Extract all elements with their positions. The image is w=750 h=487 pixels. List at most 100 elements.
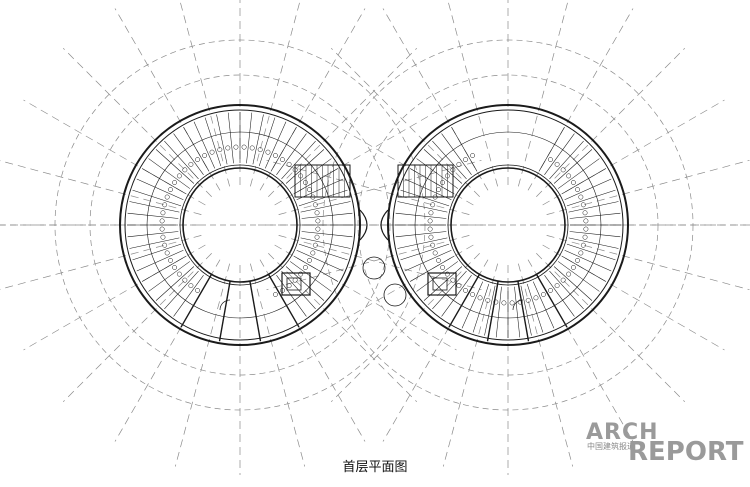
seat-mark [225, 145, 231, 151]
seat-mark [470, 292, 476, 297]
seat-mark [436, 257, 441, 263]
connecting-link [359, 209, 407, 307]
grid-ray [527, 8, 634, 191]
seat-mark [570, 265, 576, 270]
seat-mark [578, 194, 584, 200]
grid-ray [0, 160, 202, 215]
radial-partition [564, 178, 612, 201]
grid-ray [546, 159, 750, 215]
radial-partition [544, 274, 575, 317]
radial-partition [155, 149, 195, 184]
radial-partition [173, 274, 204, 317]
seat-mark [172, 180, 178, 185]
radial-partition [553, 149, 593, 184]
radial-partition [285, 266, 325, 301]
seat-mark [162, 242, 168, 248]
seat-mark [168, 257, 173, 263]
seat-mark [160, 234, 166, 240]
seat-mark [195, 157, 200, 163]
seat-mark [432, 250, 438, 256]
logo-arch-text: ARCH [586, 420, 659, 445]
grid-ray [250, 0, 301, 187]
radial-partition [258, 117, 276, 167]
seat-mark [456, 161, 462, 167]
seat-mark [164, 194, 170, 200]
outer-wall-inner [124, 109, 356, 341]
seat-mark [456, 283, 462, 289]
radial-partition [193, 121, 216, 169]
seat-mark [286, 283, 292, 289]
grid-ray [527, 259, 634, 442]
grid-ray [274, 99, 457, 206]
door-swing [219, 299, 231, 311]
grid-ray [546, 235, 750, 291]
radial-partition [472, 283, 490, 333]
radial-partition [557, 158, 600, 189]
outer-wall [119, 104, 361, 346]
seat-mark [168, 187, 173, 193]
radial-partition [148, 158, 191, 189]
seat-mark [548, 157, 553, 163]
radial-partition [423, 149, 463, 184]
radial-partition [441, 274, 472, 317]
radial-partition [395, 231, 447, 238]
buildings [119, 104, 629, 346]
seat-mark [570, 180, 576, 185]
seat-mark [582, 234, 588, 240]
radial-partition [164, 140, 199, 180]
seat-mark [548, 287, 553, 293]
core-box-inner [432, 277, 448, 291]
radial-partition [216, 114, 228, 165]
room-wall [267, 274, 300, 328]
grid-ray [382, 8, 489, 191]
seat-mark [575, 257, 580, 263]
radial-partition [173, 133, 204, 176]
seat-mark [315, 218, 321, 224]
seat-mark [450, 277, 456, 283]
radial-partition [127, 212, 179, 219]
seat-mark [440, 180, 446, 185]
radial-partition [293, 255, 338, 282]
grid-ray [518, 263, 574, 467]
radial-partition [227, 112, 234, 164]
grid-ray [382, 259, 489, 442]
seat-mark [302, 265, 308, 270]
seat-mark [307, 257, 312, 263]
room-wall [249, 281, 262, 342]
seat-mark [575, 187, 580, 193]
grid-ray [114, 8, 221, 191]
seat-mark [172, 265, 178, 270]
radial-partition [132, 189, 182, 207]
seat-mark [560, 277, 566, 283]
seat-mark [160, 210, 166, 216]
seat-mark [272, 153, 278, 158]
grid-ray [62, 253, 212, 403]
radial-partition [132, 243, 182, 261]
seat-mark [312, 242, 318, 248]
grid-ray [268, 253, 418, 403]
outer-wall-inner [392, 109, 624, 341]
radial-partition [404, 249, 452, 272]
grid-ray [174, 263, 230, 467]
radial-partition [564, 249, 612, 272]
grid-ray [23, 244, 206, 351]
seat-mark [582, 210, 588, 216]
seat-mark [463, 157, 468, 163]
radial-partition [538, 127, 565, 172]
seat-mark [272, 292, 278, 297]
radial-partition [514, 286, 521, 338]
radial-partition [568, 237, 619, 249]
grid-ray [250, 263, 306, 467]
radial-partition [142, 255, 187, 282]
radial-partition [410, 168, 455, 195]
seat-mark [265, 149, 271, 155]
grid-ray [330, 253, 480, 403]
courtyard-wall [182, 167, 298, 283]
radial-partition [400, 189, 450, 207]
seat-mark [554, 161, 560, 167]
radial-partition [155, 266, 195, 301]
radial-partition [566, 189, 616, 207]
grid-ray [291, 244, 474, 351]
